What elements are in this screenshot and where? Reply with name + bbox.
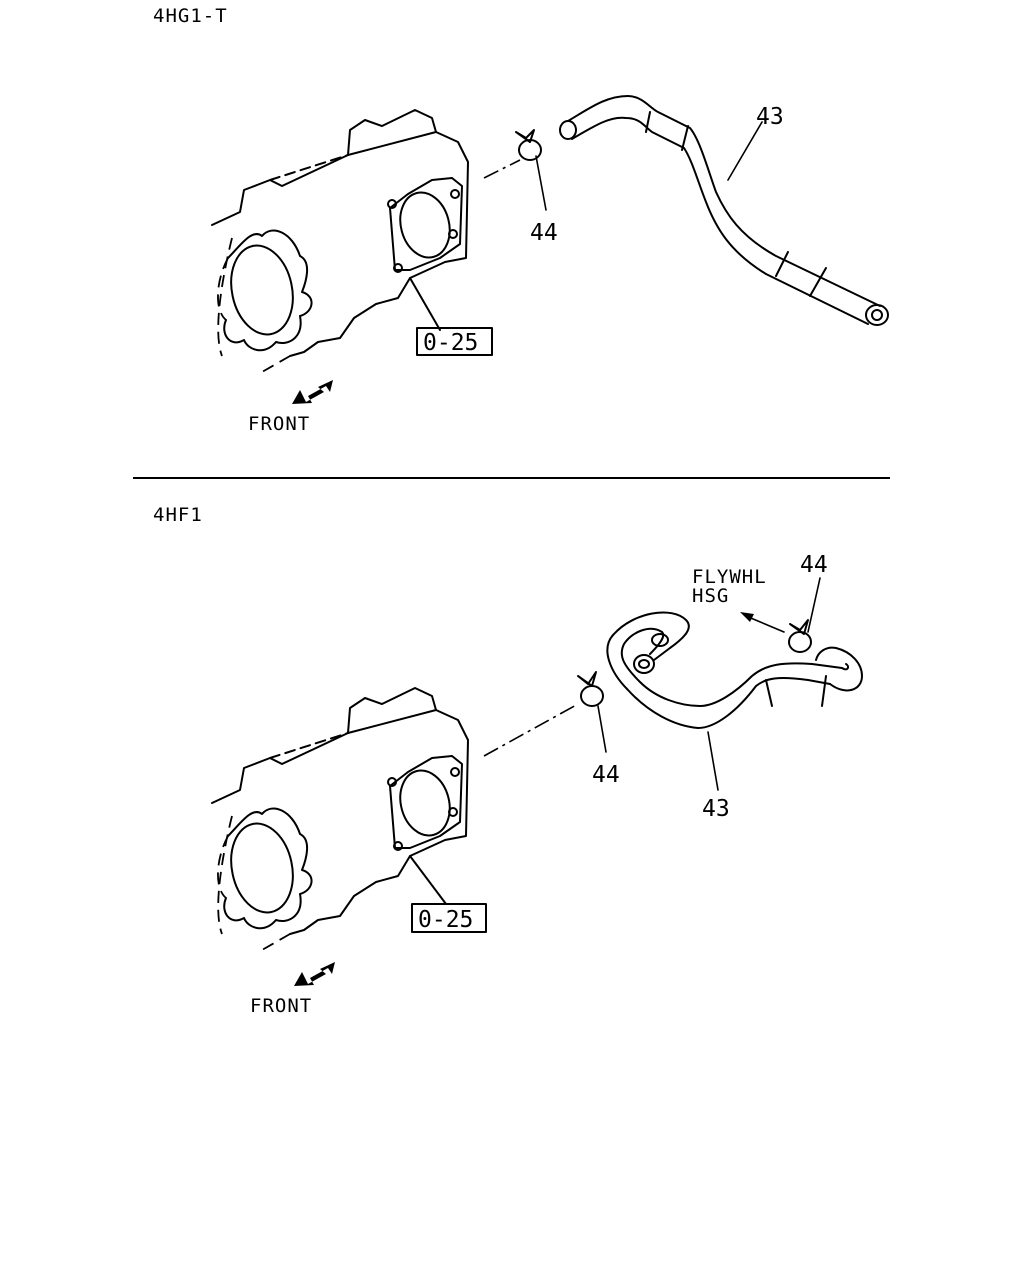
hose-clamp — [515, 129, 547, 211]
coolant-hose — [606, 611, 863, 791]
destination-label-line1: FLYWHL — [692, 566, 767, 588]
section-4hf1: 4HF1 44 — [153, 504, 863, 1017]
hose-clamp — [788, 577, 821, 653]
front-label: FRONT — [250, 995, 312, 1017]
callout-44: 44 — [530, 220, 558, 246]
ref-label: 0-25 — [423, 330, 478, 356]
hose-clamp — [577, 671, 607, 753]
ref-box — [416, 327, 493, 356]
section-4hg1t: 4HG1-T 44 — [153, 5, 889, 435]
callout-44: 44 — [800, 552, 828, 578]
front-arrow-icon — [292, 380, 333, 404]
front-label: FRONT — [248, 413, 310, 435]
axis-line — [483, 159, 521, 179]
engine-block — [211, 109, 469, 373]
section-title: 4HF1 — [153, 504, 203, 526]
arrow-head-icon — [740, 612, 754, 622]
section-title: 4HG1-T — [153, 5, 228, 27]
destination-label-line2: HSG — [692, 585, 729, 607]
callout-43: 43 — [756, 104, 784, 130]
ref-label: 0-25 — [418, 907, 473, 933]
callout-44: 44 — [592, 762, 620, 788]
front-arrow-icon — [294, 962, 335, 986]
engine-block — [211, 687, 469, 951]
direction-arrow-line — [745, 615, 785, 633]
axis-line — [483, 703, 579, 757]
ref-box — [411, 903, 487, 933]
coolant-hose — [559, 95, 889, 326]
callout-43: 43 — [702, 796, 730, 822]
